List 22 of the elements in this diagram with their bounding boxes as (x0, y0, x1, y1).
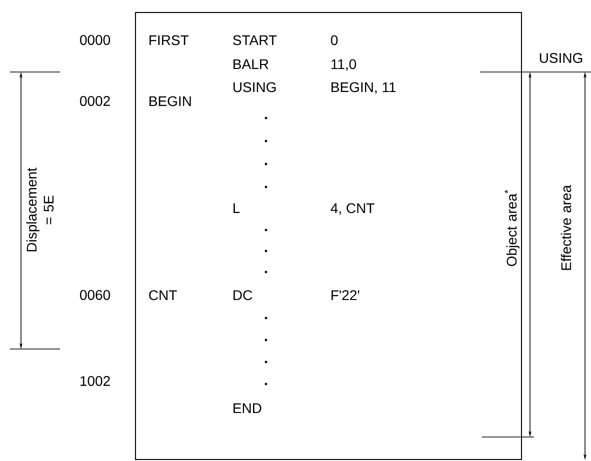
dimension-label: Effective area (560, 172, 572, 284)
listing-text: BEGIN, 11 (332, 82, 396, 94)
listing-text: BALR (234, 59, 268, 69)
listing-text: USING (233, 82, 276, 92)
listing-text: DC (234, 290, 252, 300)
dimension-label: Displacement = 5E (25, 154, 55, 266)
listing-text: 0 (330, 35, 338, 46)
dimension-label: USING (540, 53, 582, 63)
listing-text: L (234, 203, 240, 213)
listing-text: END (234, 403, 262, 413)
address-text: 0000 (80, 35, 110, 45)
dimension-label: Object area$^{*}$ (504, 172, 520, 284)
address-text: 0002 (80, 96, 110, 106)
listing-text: BEGIN (150, 96, 191, 106)
listing-text: CNT (149, 290, 177, 300)
listing-text: F'22' (332, 290, 360, 300)
address-text: 0060 (80, 290, 110, 300)
listing-text: 4, CNT (330, 203, 374, 215)
address-text: 1002 (80, 376, 110, 386)
listing-text: 11,0 (331, 59, 356, 71)
listing-text: START (233, 35, 277, 46)
listing-text: FIRST (150, 35, 189, 46)
